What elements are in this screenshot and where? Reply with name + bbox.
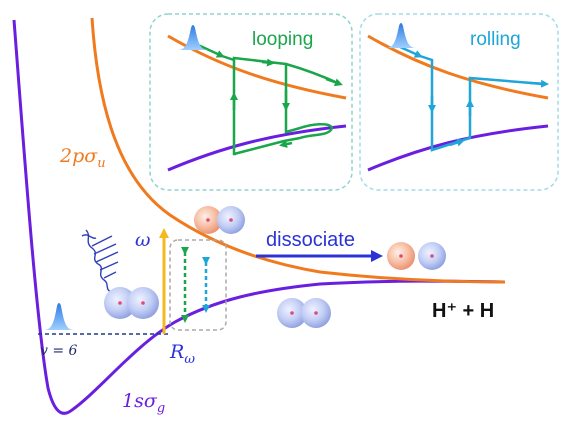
wavepacket-icon [44,303,74,330]
upper-curve-label: 2pσu [59,145,106,171]
omega-label: ω [135,229,151,251]
products-label: H⁺ + H [432,300,494,322]
dissociated-fragments-icon [387,242,446,270]
inset-right-title: rolling [470,29,521,50]
r-omega-label: Rω [169,341,195,367]
inset-left-title: looping [252,29,313,50]
rolling-inset [359,13,559,191]
crossing-region-box [169,239,227,331]
ion-molecule-icon [194,206,245,234]
molecule-icon-2 [277,298,331,328]
laser-pulse-icon [81,229,119,293]
dissociate-label: dissociate [266,229,355,251]
wavepacket-icon-inset-right [386,23,416,48]
vibrational-level-label: v = 6 [40,343,78,359]
molecule-icon [104,287,159,319]
lower-curve-label: 1sσg [122,390,165,416]
lower-potential-curve [12,19,506,415]
looping-inset [149,13,353,191]
wavepacket-icon-inset-left [178,25,208,50]
